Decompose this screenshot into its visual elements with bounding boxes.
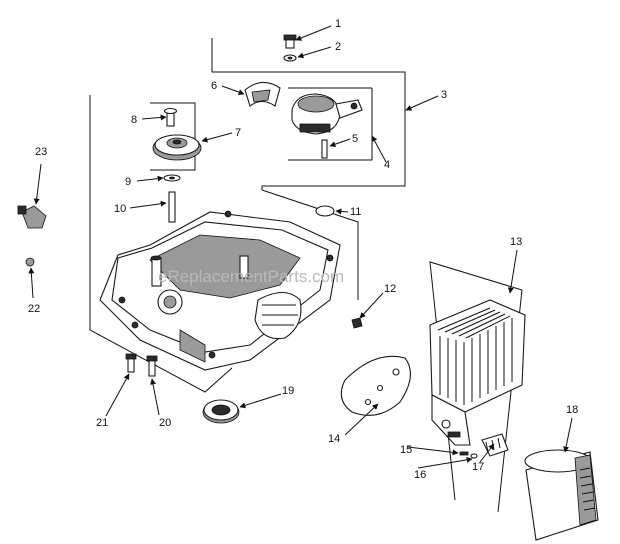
callout-9: 9 bbox=[125, 176, 131, 188]
bracket-main-right bbox=[261, 189, 359, 300]
part-nut-12 bbox=[351, 317, 363, 329]
callout-1: 1 bbox=[335, 18, 341, 30]
callout-4: 4 bbox=[384, 159, 390, 171]
callout-10: 10 bbox=[114, 203, 126, 215]
part-o-ring-11 bbox=[315, 205, 335, 217]
part-gear-7 bbox=[152, 134, 202, 161]
bracket-7-box bbox=[150, 102, 196, 171]
callout-7: 7 bbox=[235, 127, 241, 139]
part-washer-2 bbox=[283, 54, 297, 62]
callout-11: 11 bbox=[350, 206, 361, 218]
callout-3: 3 bbox=[441, 89, 447, 101]
part-oil-filter-18 bbox=[524, 449, 599, 541]
part-washer-16 bbox=[470, 453, 478, 459]
callout-21: 21 bbox=[96, 417, 108, 429]
callout-22: 22 bbox=[28, 303, 40, 315]
callout-6: 6 bbox=[211, 80, 217, 92]
callout-5: 5 bbox=[352, 133, 358, 145]
callout-8: 8 bbox=[131, 114, 137, 126]
callout-19: 19 bbox=[282, 385, 294, 397]
callout-12: 12 bbox=[384, 283, 396, 295]
part-pin-8 bbox=[163, 107, 178, 127]
callout-23: 23 bbox=[35, 146, 47, 158]
callout-20: 20 bbox=[159, 417, 171, 429]
callout-13: 13 bbox=[510, 236, 522, 248]
part-bolt-21 bbox=[125, 353, 137, 373]
bracket-3-lines bbox=[211, 38, 406, 190]
callout-labels: 1 2 3 4 5 6 7 8 9 10 11 12 13 14 15 16 1… bbox=[28, 18, 578, 481]
callout-14: 14 bbox=[328, 433, 340, 445]
watermark-text: eReplacementParts.com bbox=[158, 267, 344, 286]
leader-lines bbox=[28, 25, 573, 469]
callout-18: 18 bbox=[566, 404, 578, 416]
bracket-4-box bbox=[288, 88, 373, 161]
part-screw-1 bbox=[283, 34, 297, 49]
part-bolt-20 bbox=[146, 355, 158, 377]
part-oil-pan-housing bbox=[99, 210, 341, 371]
callout-2: 2 bbox=[335, 41, 341, 53]
part-gasket-14 bbox=[340, 355, 411, 416]
part-plug-22 bbox=[25, 257, 35, 267]
part-shaft-10 bbox=[168, 191, 176, 223]
callout-15: 15 bbox=[400, 444, 412, 456]
part-pin-5 bbox=[321, 139, 328, 159]
part-oil-pump-4 bbox=[291, 93, 363, 135]
part-oil-cooler-13 bbox=[429, 299, 526, 446]
part-pin-15 bbox=[459, 451, 469, 456]
callout-17: 17 bbox=[472, 461, 484, 473]
part-bushing-6 bbox=[244, 81, 281, 107]
part-washer-9 bbox=[163, 174, 181, 182]
callout-16: 16 bbox=[414, 469, 426, 481]
part-seal-19 bbox=[202, 399, 240, 424]
part-sensor-23 bbox=[17, 205, 47, 229]
